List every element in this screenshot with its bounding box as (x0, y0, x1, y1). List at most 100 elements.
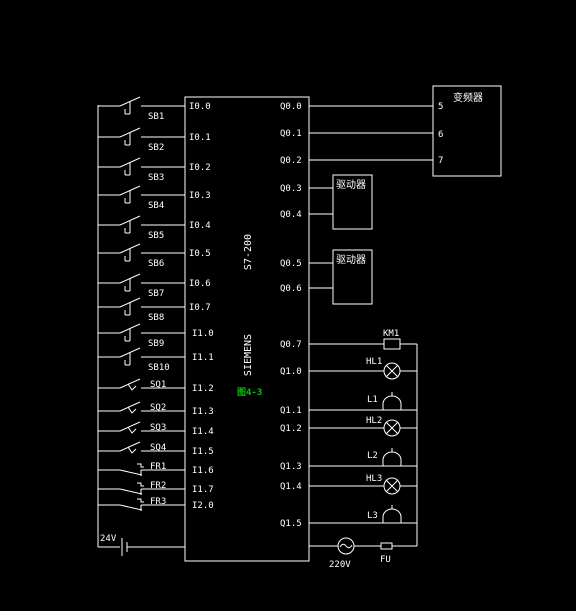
ac-supply-label: 220V (329, 560, 351, 570)
output-terminal-label: Q0.6 (280, 284, 302, 294)
input-terminal-label: I0.4 (189, 221, 211, 231)
driver-label: 驱动器 (336, 179, 366, 191)
input-switch (98, 441, 185, 454)
figure-tag: 图4-3 (237, 387, 262, 398)
dc-supply-label: 24V (100, 534, 117, 544)
input-device-label: SB9 (148, 339, 164, 349)
input-terminal-label: I0.6 (189, 279, 211, 289)
lamp-icon (383, 419, 401, 437)
input-switch (98, 96, 185, 115)
input-terminal-label: I1.0 (192, 329, 214, 339)
inverter-box (432, 85, 502, 177)
load-label: L2 (367, 451, 378, 461)
input-switch (98, 378, 185, 391)
output-terminal-label: Q1.3 (280, 462, 302, 472)
output-terminal-label: Q1.4 (280, 482, 302, 492)
output-labels: Q0.0Q0.1Q0.2Q0.3Q0.4Q0.5Q0.6Q0.7Q1.0Q1.1… (280, 102, 302, 529)
input-switch (98, 421, 185, 434)
input-terminal-label: I0.1 (189, 133, 211, 143)
input-terminal-label: I1.4 (192, 427, 214, 437)
bell-icon (382, 448, 402, 467)
input-device-label: FR1 (150, 462, 166, 472)
lamp-icon (383, 477, 401, 495)
load-label: L1 (367, 395, 378, 405)
input-terminal-label: I1.2 (192, 384, 214, 394)
input-device-label: SQ3 (150, 423, 166, 433)
bell-icon (382, 392, 402, 411)
input-switch (98, 498, 185, 511)
input-terminal-label: I0.7 (189, 303, 211, 313)
plc-model: S7-200 (243, 234, 254, 270)
input-device-label: SB3 (148, 173, 164, 183)
input-switch (98, 482, 185, 495)
input-device-label: SB6 (148, 259, 164, 269)
output-terminal-label: Q1.2 (280, 424, 302, 434)
input-switch (98, 215, 185, 234)
output-terminal-label: Q0.7 (280, 340, 302, 350)
load-label: L3 (367, 511, 378, 521)
input-device-label: FR2 (150, 481, 166, 491)
output-terminal-label: Q0.4 (280, 210, 302, 220)
input-switch (98, 243, 185, 262)
input-switch (98, 297, 185, 316)
input-terminal-label: I1.6 (192, 466, 214, 476)
ac-source-icon (337, 537, 355, 555)
input-switch (98, 273, 185, 292)
output-terminal-label: Q1.5 (280, 519, 302, 529)
input-terminal-label: I0.0 (189, 102, 211, 112)
load-label: HL3 (366, 474, 382, 484)
input-switch (98, 347, 185, 366)
inverter-terminal: 7 (438, 156, 443, 166)
output-terminal-label: Q0.5 (280, 259, 302, 269)
input-terminal-label: I2.0 (192, 501, 214, 511)
load-label: HL1 (366, 357, 382, 367)
fuse-icon (380, 542, 393, 550)
input-terminal-label: I1.3 (192, 407, 214, 417)
input-switch (98, 127, 185, 146)
load-label: KM1 (383, 329, 399, 339)
output-terminal-label: Q1.1 (280, 406, 302, 416)
driver-box (332, 174, 373, 230)
input-terminal-label: I1.7 (192, 485, 214, 495)
output-terminal-label: Q0.3 (280, 184, 302, 194)
input-terminal-label: I0.2 (189, 163, 211, 173)
input-device-label: SB1 (148, 112, 164, 122)
inverter-terminal: 5 (438, 102, 443, 112)
inverter-wiring (309, 105, 433, 161)
input-circuit: I0.0I0.1I0.2I0.3I0.4I0.5I0.6I0.7I1.0I1.1… (98, 96, 214, 511)
inverter-title: 变频器 (453, 91, 483, 104)
input-device-label: SB7 (148, 289, 164, 299)
input-device-label: SB10 (148, 363, 170, 373)
fuse-label: FU (380, 555, 391, 565)
input-terminal-label: I0.3 (189, 191, 211, 201)
input-switch (98, 323, 185, 342)
plc-body (184, 96, 310, 562)
input-device-label: SB4 (148, 201, 164, 211)
input-terminal-label: I1.5 (192, 447, 214, 457)
input-device-label: SB8 (148, 313, 164, 323)
inverter-terminal: 6 (438, 130, 443, 140)
bell-icon (382, 505, 402, 524)
input-switch (98, 185, 185, 204)
input-device-label: SB2 (148, 143, 164, 153)
input-device-label: SQ2 (150, 403, 166, 413)
lamp-icon (383, 362, 401, 380)
driver-box (332, 249, 373, 305)
load-label: HL2 (366, 416, 382, 426)
input-terminal-label: I0.5 (189, 249, 211, 259)
dc-supply (97, 105, 185, 556)
input-device-label: FR3 (150, 497, 166, 507)
input-switch (98, 157, 185, 176)
input-switch (98, 401, 185, 414)
driver-label: 驱动器 (336, 254, 366, 266)
contactor-coil (383, 338, 401, 350)
output-terminal-label: Q0.1 (280, 129, 302, 139)
input-device-label: SQ1 (150, 380, 166, 390)
input-device-label: SB5 (148, 231, 164, 241)
driver-wiring (309, 187, 333, 289)
output-terminal-label: Q0.2 (280, 156, 302, 166)
output-terminal-label: Q1.0 (280, 367, 302, 377)
input-switch (98, 463, 185, 476)
input-device-label: SQ4 (150, 443, 166, 453)
